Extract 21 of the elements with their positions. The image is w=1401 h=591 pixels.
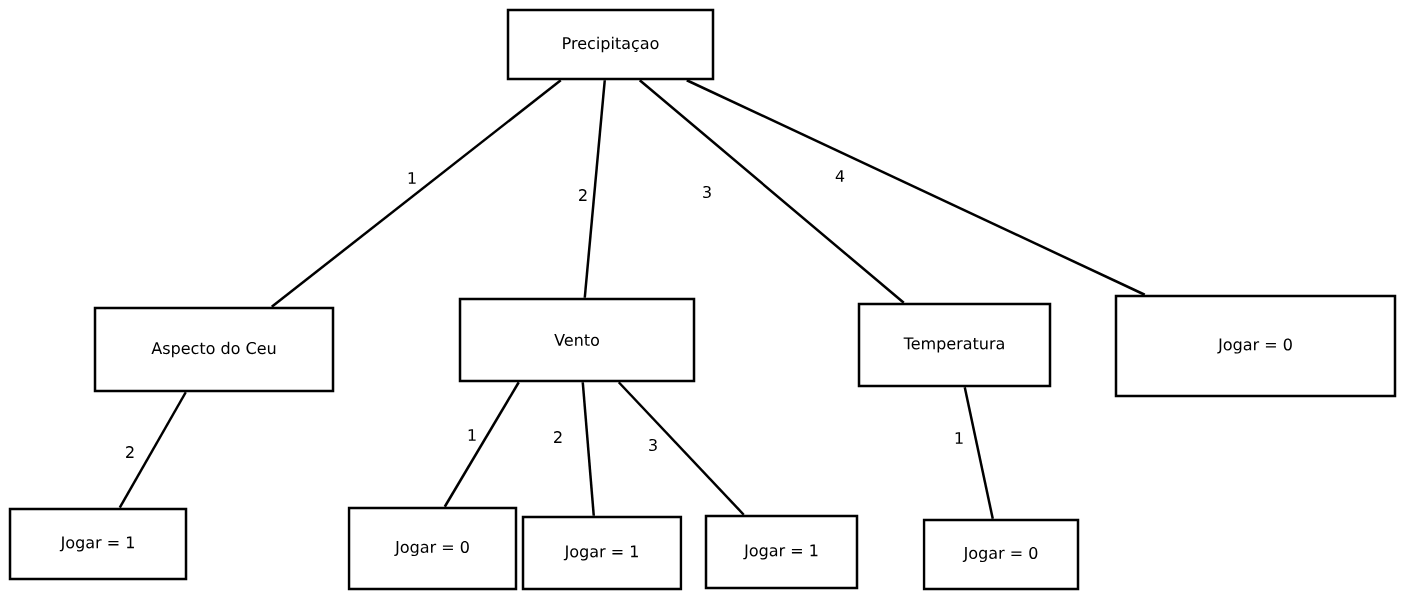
decision-box: Jogar = 1 xyxy=(8,507,188,581)
branch-line xyxy=(118,391,187,509)
branch-line xyxy=(581,382,595,516)
branch-line xyxy=(271,79,562,308)
branch-line xyxy=(686,79,1146,296)
branch-line xyxy=(963,387,994,519)
decision-box: Temperatura xyxy=(857,302,1052,388)
branch-line xyxy=(583,80,606,298)
decision-box: Jogar = 1 xyxy=(704,514,859,590)
decision-box: Jogar = 0 xyxy=(922,518,1080,591)
decision-box: Jogar = 0 xyxy=(1114,294,1397,398)
edge-label: 3 xyxy=(646,437,660,453)
branch-line xyxy=(443,381,520,508)
branch-line xyxy=(638,79,905,304)
decision-box: Vento xyxy=(458,297,696,383)
branch-line xyxy=(617,381,745,516)
decision-box: Jogar = 1 xyxy=(521,515,683,591)
decision-box: Aspecto do Ceu xyxy=(93,306,335,393)
edge-label: 3 xyxy=(700,184,714,200)
decision-box: Precipitaçao xyxy=(506,8,715,81)
decision-box: Jogar = 0 xyxy=(347,506,518,591)
